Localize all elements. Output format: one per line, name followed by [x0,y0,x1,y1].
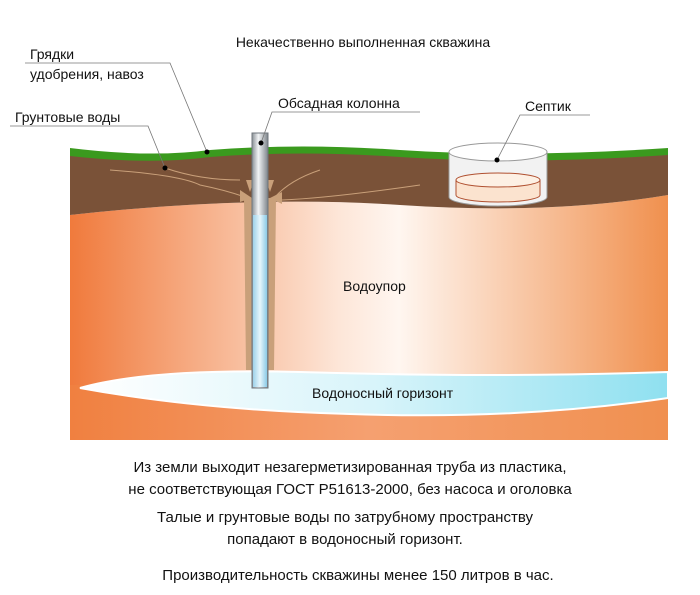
label-groundwater: Грунтовые воды [15,109,120,125]
caption-line-1: Из земли выходит незагерметизированная т… [133,459,566,476]
leader-lines [10,62,590,169]
marker-dots [162,140,500,171]
pipe-water [253,215,267,387]
label-aquitard: Водоупор [343,278,406,294]
aquifer-layer [79,370,669,417]
caption-line-4: попадают в водоносный горизонт. [227,531,463,548]
caption-line-3: Талые и грунтовые воды по затрубному про… [157,509,533,526]
label-casing: Обсадная колонна [278,95,400,111]
caption-line-5: Производительность скважины менее 150 ли… [162,567,553,584]
diagram-title: Некачественно выполненная скважина [236,34,491,50]
septic-tank [448,142,548,207]
seepage-arrows [109,167,421,201]
caption-line-2: не соответствующая ГОСТ Р51613-2000, без… [128,481,572,498]
label-fertilizer: удобрения, навоз [30,66,144,82]
label-aquifer: Водоносный горизонт [312,385,454,401]
aquitard-layer [70,195,668,385]
label-beds: Грядки [30,46,74,62]
label-septic: Септик [525,98,572,114]
